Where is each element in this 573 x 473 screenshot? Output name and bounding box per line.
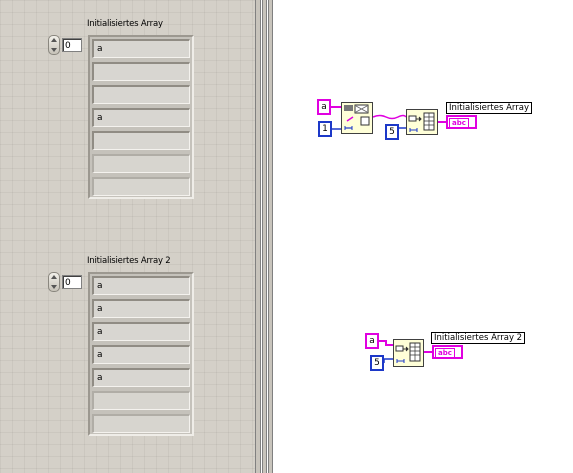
array-element[interactable]: a	[92, 299, 190, 318]
indicator-label: Initialisiertes Array	[446, 102, 532, 114]
array2-index-control[interactable]: 0	[48, 272, 82, 292]
array-element[interactable]: a	[92, 345, 190, 364]
spinner-icon[interactable]	[48, 35, 60, 55]
indicator-type: abc	[449, 118, 469, 128]
array-element[interactable]	[92, 177, 190, 196]
array-element[interactable]: a	[92, 368, 190, 387]
array-element[interactable]	[92, 62, 190, 81]
array2-index-value[interactable]: 0	[62, 275, 82, 289]
array-element[interactable]	[92, 154, 190, 173]
array-element[interactable]: a	[92, 322, 190, 341]
window-splitter[interactable]	[255, 0, 261, 473]
string-constant[interactable]: a	[317, 99, 331, 115]
initialize-array-icon[interactable]	[393, 339, 424, 367]
array1-label: Initialisiertes Array	[87, 19, 163, 29]
array-element[interactable]: a	[92, 108, 190, 127]
spinner-icon[interactable]	[48, 272, 60, 292]
array1-index-control[interactable]: 0	[48, 35, 82, 55]
string-constant[interactable]: a	[365, 333, 379, 349]
string-array-indicator[interactable]: abc	[446, 115, 477, 129]
indicator-type: abc	[435, 348, 455, 358]
array-element[interactable]	[92, 391, 190, 410]
array-element[interactable]	[92, 131, 190, 150]
reshape-array-icon[interactable]	[341, 102, 373, 134]
string-array-indicator[interactable]: abc	[432, 345, 463, 359]
window-splitter[interactable]	[262, 0, 267, 473]
array-element[interactable]: a	[92, 276, 190, 295]
numeric-constant[interactable]: 1	[318, 121, 332, 137]
array1-index-value[interactable]: 0	[62, 38, 82, 52]
array2-label: Initialisiertes Array 2	[87, 256, 171, 266]
array-element[interactable]	[92, 414, 190, 433]
initialize-array-icon[interactable]	[406, 109, 438, 135]
numeric-constant[interactable]: 5	[370, 355, 384, 371]
window-splitter[interactable]	[268, 0, 273, 473]
numeric-constant[interactable]: 5	[385, 124, 399, 140]
indicator-label: Initialisiertes Array 2	[431, 332, 526, 344]
array-element[interactable]	[92, 85, 190, 104]
array-element[interactable]: a	[92, 39, 190, 58]
